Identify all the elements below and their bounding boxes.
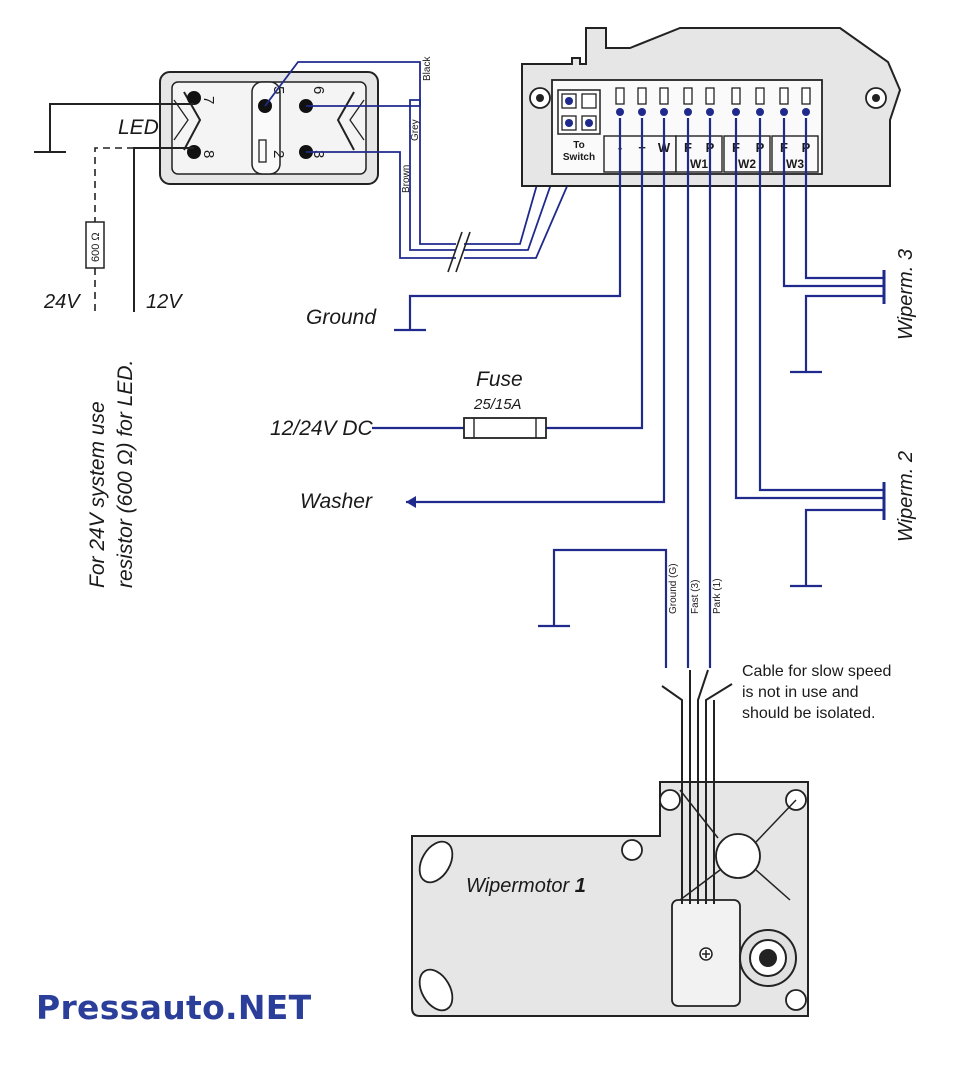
group-label-w3: W3 xyxy=(786,157,804,171)
cable-label-ground: Ground (G) xyxy=(668,563,679,614)
pin-label-6: 6 xyxy=(310,86,327,94)
terminal-pin-7 xyxy=(779,87,789,116)
washer-label: Washer xyxy=(300,490,373,513)
pin-label-5: 5 xyxy=(270,86,287,94)
group-label-w2: W2 xyxy=(738,157,756,171)
brand-logo: Pressauto.NET xyxy=(36,988,312,1027)
terminal-pin-0 xyxy=(615,87,625,116)
cable-note-line-2: is not in use and xyxy=(742,684,859,701)
wire-color-black: Black xyxy=(422,56,433,81)
motor-label: Wipermotor 1 xyxy=(466,875,586,897)
wiperm-3-label: Wiperm. 3 xyxy=(895,249,917,340)
terminal-pin-2 xyxy=(659,87,669,116)
cable-note-line-1: Cable for slow speed xyxy=(742,663,891,680)
terminal-pin-1 xyxy=(637,87,647,116)
to-switch-label-2: Switch xyxy=(563,152,595,163)
cable-label-fast: Fast (3) xyxy=(690,580,701,614)
pin-label-7: 7 xyxy=(200,96,217,104)
pin-label-8: 8 xyxy=(200,150,217,158)
ground-label: Ground xyxy=(306,306,377,329)
wiper-motor: Wipermotor 1 xyxy=(411,669,809,1017)
terminal-pin-8 xyxy=(801,87,811,116)
terminal-pin-6 xyxy=(755,87,765,116)
fuse-rating-label: 25/15A xyxy=(473,396,522,413)
led-note-line-2: resistor (600 Ω) for LED. xyxy=(114,360,137,588)
terminal-pins xyxy=(615,87,811,116)
group-label-w1: W1 xyxy=(690,157,708,171)
to-switch-label-1: To xyxy=(573,140,584,151)
led-label: LED xyxy=(118,116,159,139)
voltage-12v-label: 12V xyxy=(146,291,183,313)
cable-label-park: Park (1) xyxy=(712,578,723,614)
fuse xyxy=(463,417,547,439)
pin-7 xyxy=(187,91,201,105)
terminal-pin-3 xyxy=(683,87,693,116)
fuse-label: Fuse xyxy=(476,368,523,391)
wiperm-2-label: Wiperm. 2 xyxy=(895,451,917,542)
resistor-label: 600 Ω xyxy=(90,232,102,262)
cable-note-line-3: should be isolated. xyxy=(742,705,875,722)
terminal-pin-4 xyxy=(705,87,715,116)
led-note-line-1: For 24V system use xyxy=(86,401,109,588)
rocker-switch: 7 8 5 2 6 3 xyxy=(159,71,379,185)
voltage-24v-label: 24V xyxy=(43,291,81,313)
pin-label-3: 3 xyxy=(310,150,327,158)
led-wiring: 600 Ω LED 24V 12V xyxy=(34,103,194,313)
dc-supply-label: 12/24V DC xyxy=(270,417,374,440)
pin-label-2: 2 xyxy=(270,150,287,158)
wire-color-brown: Brown xyxy=(401,165,412,193)
terminal-pin-5 xyxy=(731,87,741,116)
terminal-wires xyxy=(372,118,886,668)
wire-color-grey: Grey xyxy=(410,119,421,141)
